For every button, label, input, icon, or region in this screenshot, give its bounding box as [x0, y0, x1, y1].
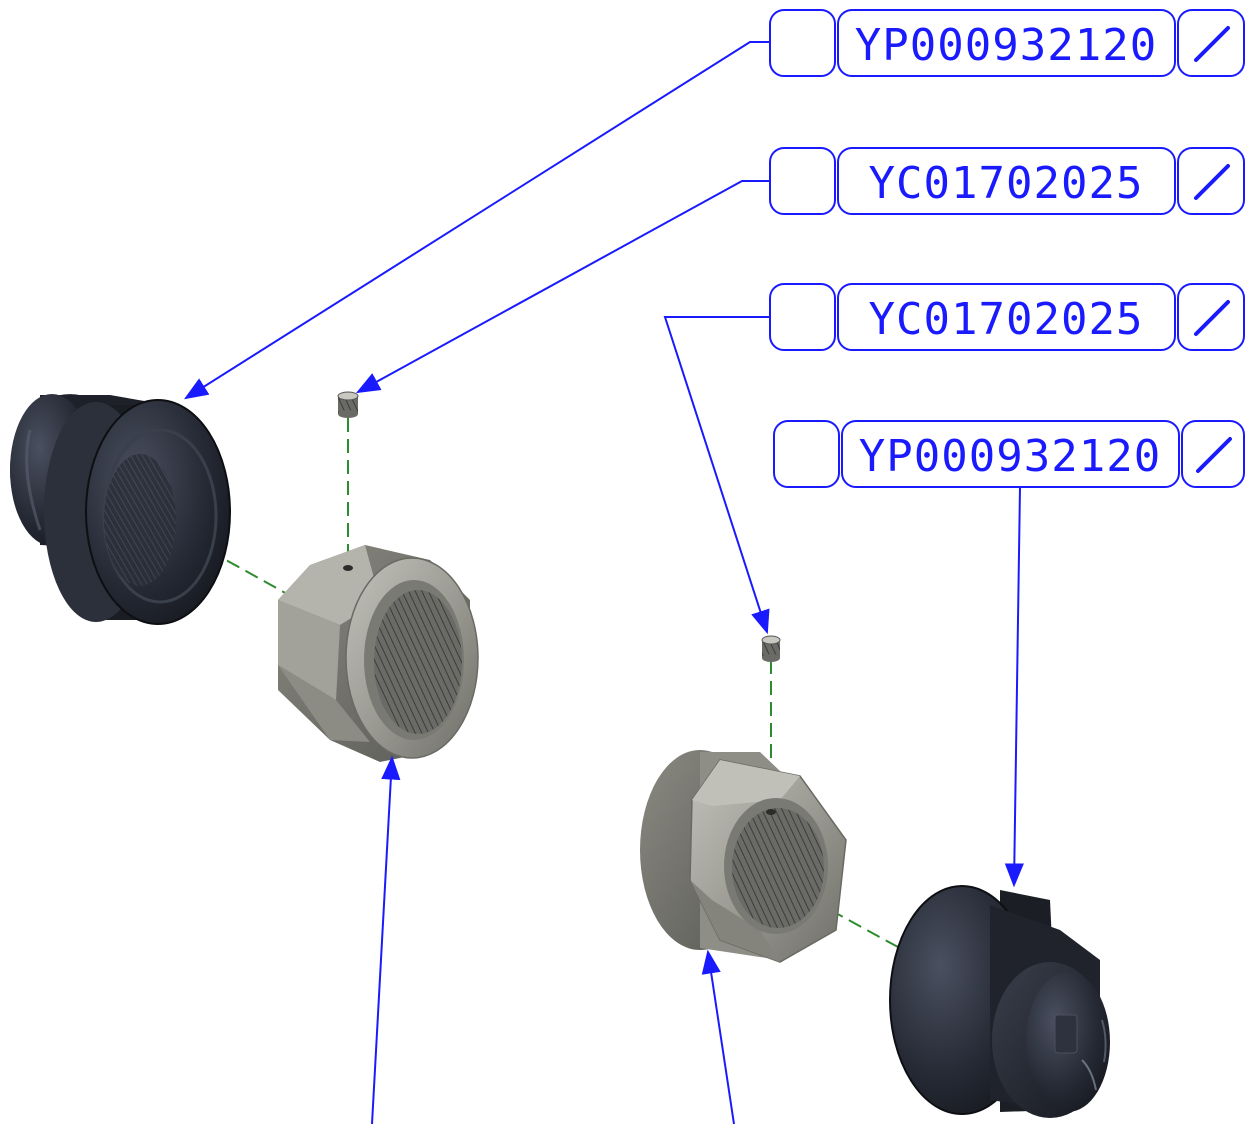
part-number: YC01702025	[869, 158, 1144, 209]
callout-1: YP000932120	[769, 9, 1245, 77]
part-number: YP000932120	[859, 431, 1161, 482]
hex-nut-right	[640, 750, 847, 963]
leader-line-2	[355, 180, 770, 394]
item-number-box	[769, 9, 836, 77]
leader-line-1	[183, 41, 770, 400]
part-number-box	[841, 420, 1180, 488]
item-number-box	[769, 147, 836, 215]
part-number: YC01702025	[869, 294, 1144, 345]
leader-line-nut-left	[371, 755, 401, 1124]
leader-line-3a	[663, 316, 770, 635]
callout-3: YC01702025	[769, 283, 1245, 351]
set-screw-left	[337, 391, 359, 418]
revision-box	[1181, 420, 1245, 488]
leader-line-4	[1004, 486, 1024, 888]
cap-upper-left	[10, 394, 231, 625]
set-screw-right	[761, 635, 781, 662]
part-number-box	[837, 9, 1176, 77]
item-number-box	[769, 283, 836, 351]
slash-icon	[1196, 437, 1232, 473]
leader-line-nut-right	[701, 949, 735, 1124]
revision-box	[1177, 9, 1245, 77]
slash-icon	[1194, 300, 1230, 336]
cap-lower-right	[889, 885, 1110, 1118]
hex-nut-left	[278, 545, 479, 762]
callout-2: YC01702025	[769, 147, 1245, 215]
slash-icon	[1194, 164, 1230, 200]
callout-4: YP000932120	[773, 420, 1245, 488]
part-number-box	[837, 283, 1176, 351]
revision-box	[1177, 147, 1245, 215]
slash-icon	[1194, 26, 1230, 62]
part-number-box	[837, 147, 1176, 215]
part-number: YP000932120	[855, 20, 1157, 71]
leader-lines	[183, 41, 1024, 1124]
revision-box	[1177, 283, 1245, 351]
item-number-box	[773, 420, 840, 488]
